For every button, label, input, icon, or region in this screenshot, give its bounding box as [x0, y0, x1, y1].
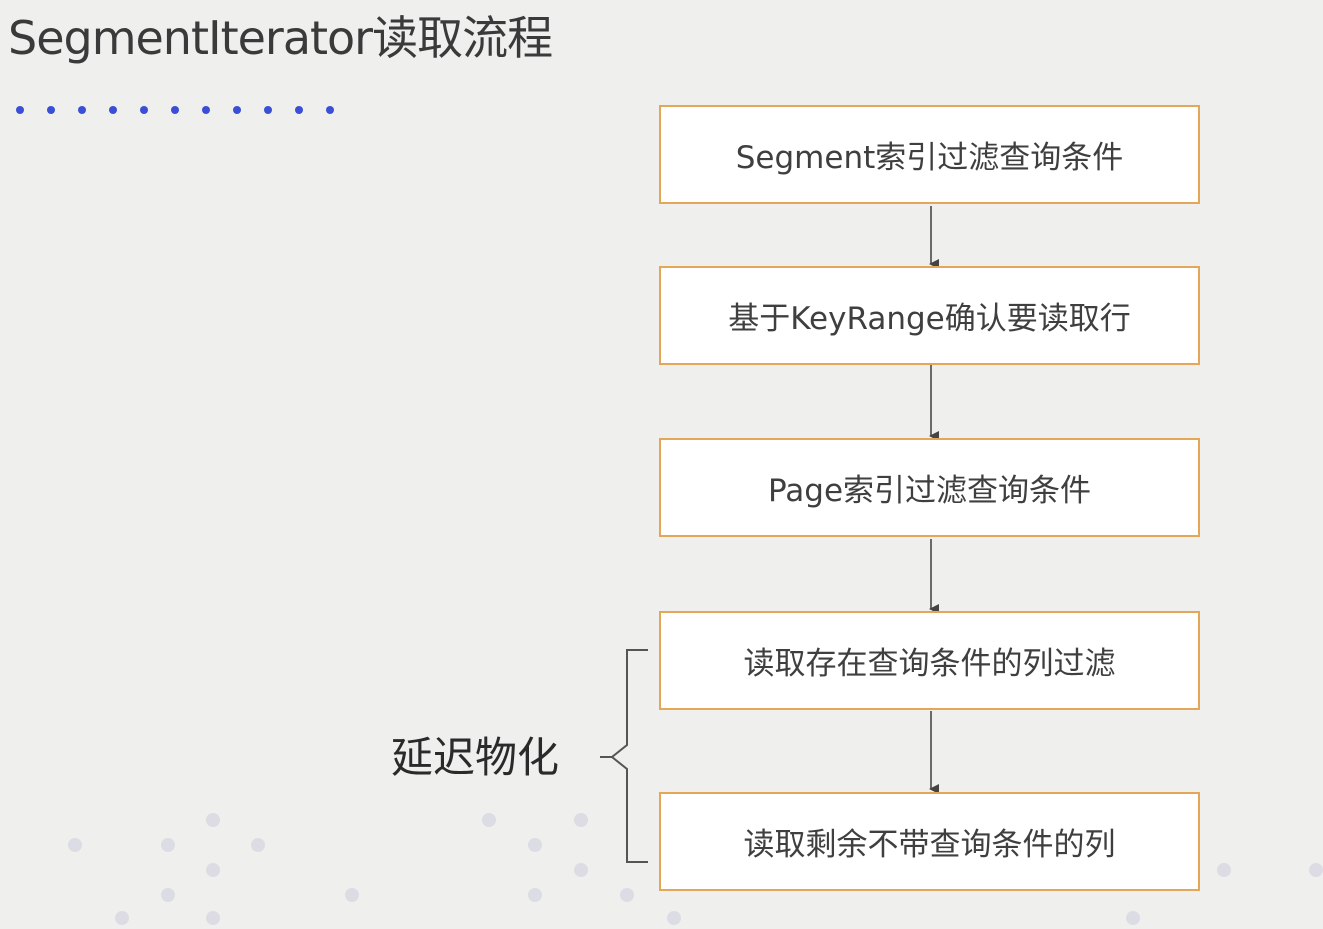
- flow-step-label: 读取存在查询条件的列过滤: [743, 646, 1116, 682]
- page-title: SegmentIterator读取流程: [8, 11, 553, 65]
- flow-step-label: Page索引过滤查询条件: [767, 473, 1092, 509]
- flow-step-segment-index-filter: Segment索引过滤查询条件: [659, 105, 1200, 204]
- flow-step-read-remaining-columns: 读取剩余不带查询条件的列: [659, 792, 1200, 891]
- flow-step-keyrange-rows: 基于KeyRange确认要读取行: [659, 266, 1200, 365]
- flow-step-label: Segment索引过滤查询条件: [735, 140, 1124, 176]
- late-materialization-label: 延迟物化: [391, 733, 560, 782]
- flow-step-page-index-filter: Page索引过滤查询条件: [659, 438, 1200, 537]
- flow-step-read-predicate-columns: 读取存在查询条件的列过滤: [659, 611, 1200, 710]
- title-underline-dots: [16, 106, 334, 114]
- flow-step-label: 基于KeyRange确认要读取行: [728, 301, 1131, 337]
- flow-step-label: 读取剩余不带查询条件的列: [743, 827, 1116, 863]
